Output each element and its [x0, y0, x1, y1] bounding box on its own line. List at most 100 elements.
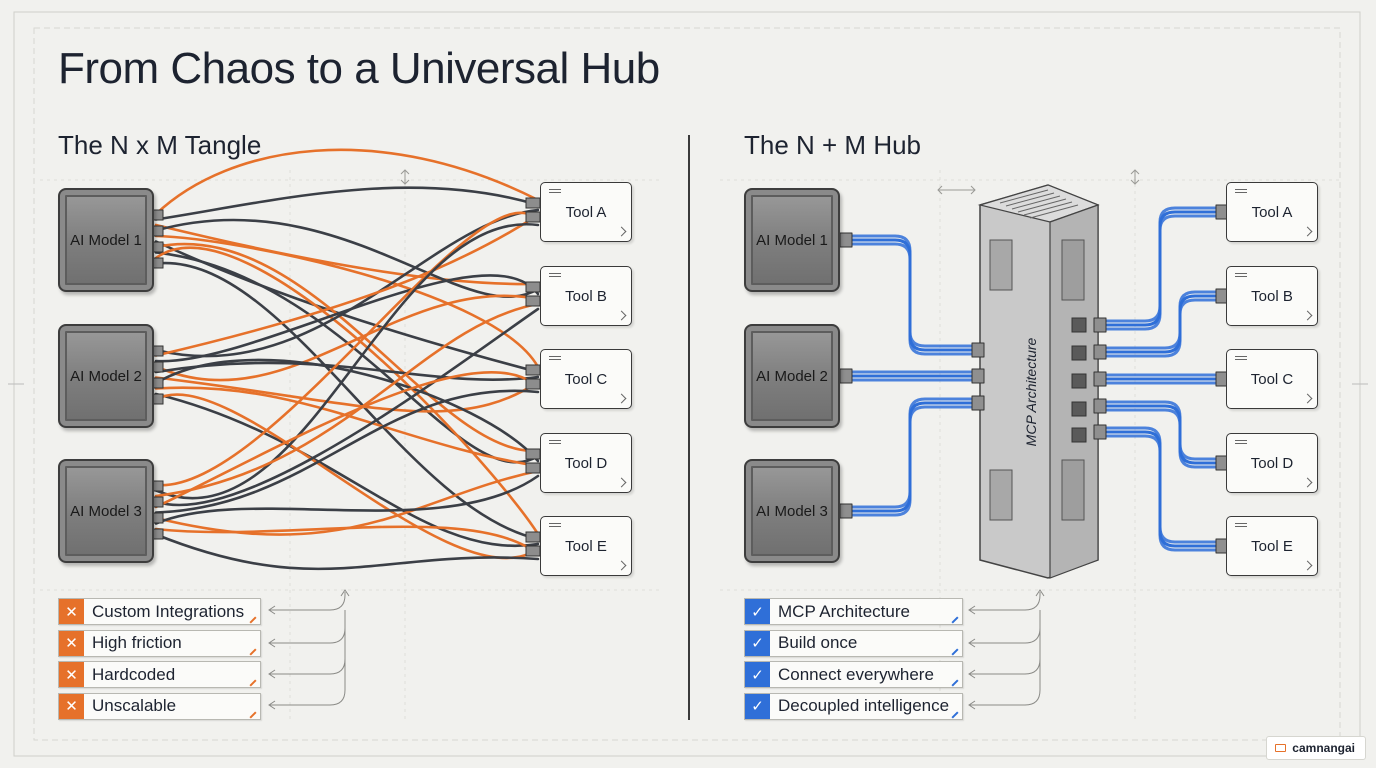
- left-ai-model-3: AI Model 3: [58, 459, 154, 563]
- mcp-hub-device: [977, 184, 1100, 579]
- x-mark-icon: ✕: [59, 693, 84, 719]
- tangle-cable: [154, 246, 540, 536]
- drawback-item: ✕ Custom Integrations: [58, 598, 261, 625]
- right-tool-e: Tool E: [1226, 516, 1318, 576]
- tool-port: [525, 378, 541, 390]
- cable-plug: [839, 503, 853, 519]
- cable-plug: [1093, 424, 1107, 440]
- tangle-cable: [154, 234, 540, 369]
- cable-plug: [971, 342, 985, 358]
- drawback-item: ✕Hardcoded: [58, 661, 261, 688]
- model-port: [152, 496, 164, 508]
- tool-port: [525, 364, 541, 376]
- cable-plug: [971, 395, 985, 411]
- hub-cable: [1098, 214, 1224, 331]
- tangle-cable: [154, 186, 540, 221]
- model-port: [152, 241, 164, 253]
- right-tool-c: Tool C: [1226, 349, 1318, 409]
- hub-label: MCP Architecture: [1023, 337, 1039, 446]
- right-subtitle: The N + M Hub: [744, 130, 922, 160]
- benefit-arrows: [968, 589, 1045, 710]
- watermark-badge: camnangai: [1266, 736, 1366, 760]
- tangle-cable: [154, 533, 540, 571]
- tool-port: [525, 448, 541, 460]
- right-ai-model-2: AI Model 2: [744, 324, 840, 428]
- tangle-cable: [154, 223, 540, 286]
- tangle-cable: [154, 525, 540, 556]
- model-port: [152, 393, 164, 405]
- tangle-cable: [154, 302, 540, 498]
- model-port: [152, 209, 164, 221]
- tangle-cable: [154, 389, 540, 514]
- benefit-label: Decoupled intelligence: [778, 696, 950, 715]
- tangle-cable: [154, 361, 540, 381]
- cable-plug: [1093, 371, 1107, 387]
- tool-port: [525, 462, 541, 474]
- hub-cables: [839, 204, 1229, 554]
- hub-cable: [1098, 434, 1224, 552]
- cable-plug: [839, 368, 853, 384]
- check-mark-icon: ✓: [745, 662, 770, 687]
- tool-port: [525, 545, 541, 557]
- hub-cable: [848, 238, 980, 352]
- model-port: [152, 377, 164, 389]
- model-port: [152, 345, 164, 357]
- model-port: [152, 257, 164, 269]
- model-port: [152, 361, 164, 373]
- hub-cable: [848, 234, 980, 348]
- watermark-text: camnangai: [1292, 741, 1355, 755]
- hub-cable: [848, 397, 980, 509]
- drawbacks-list: ✕ Custom Integrations ✕ High friction ✕Har…: [58, 598, 261, 724]
- tangle-cable: [154, 294, 540, 382]
- drawback-label: Unscalable: [92, 696, 177, 715]
- tangle-cable: [154, 218, 540, 298]
- hub-cable: [848, 242, 980, 356]
- hub-cable: [1098, 408, 1224, 469]
- benefit-item: ✓ MCP Architecture: [744, 598, 963, 625]
- right-tool-d: Tool D: [1226, 433, 1318, 493]
- tangle-cable: [154, 274, 540, 363]
- benefit-item: ✓ Connect everywhere: [744, 661, 963, 688]
- benefit-label: MCP Architecture: [778, 601, 910, 621]
- section-divider: [688, 135, 690, 720]
- tool-port: [525, 281, 541, 293]
- right-ai-model-3: AI Model 3: [744, 459, 840, 563]
- benefit-label: Connect everywhere: [778, 664, 934, 684]
- tangle-cable: [154, 211, 540, 487]
- tangle-cable: [154, 213, 540, 357]
- tangle-cable: [154, 474, 540, 525]
- drawback-label: High friction: [92, 633, 182, 652]
- benefit-item: ✓ Build once: [744, 629, 963, 657]
- check-mark-icon: ✓: [745, 630, 770, 656]
- left-tool-a: Tool A: [540, 182, 632, 242]
- benefit-item: ✓Decoupled intelligence: [744, 692, 963, 720]
- model-port: [152, 480, 164, 492]
- tool-port: [525, 211, 541, 223]
- tool-port: [525, 295, 541, 307]
- book-icon: [1275, 744, 1287, 752]
- page-title: From Chaos to a Universal Hub: [58, 44, 660, 93]
- tangle-cable: [154, 261, 540, 541]
- cable-plug: [839, 232, 853, 248]
- check-mark-icon: ✓: [745, 599, 770, 624]
- left-subtitle: The N x M Tangle: [58, 130, 262, 160]
- left-tool-b: Tool B: [540, 266, 632, 326]
- tangle-cable: [154, 386, 540, 468]
- drawback-label: Custom Integrations: [92, 601, 245, 621]
- left-tool-c: Tool C: [540, 349, 632, 409]
- hub-cable: [1098, 298, 1224, 358]
- tangle-cable: [154, 148, 540, 216]
- hub-cable: [848, 405, 980, 517]
- cable-plug: [971, 368, 985, 384]
- model-port: [152, 528, 164, 540]
- tangle-cable: [154, 392, 540, 547]
- tangle-cable: [154, 358, 540, 463]
- tangle-cable: [154, 371, 540, 509]
- tangle-cable: [154, 243, 540, 453]
- benefit-label: Build once: [778, 633, 858, 652]
- tool-port: [525, 531, 541, 543]
- drawback-arrows: [268, 589, 350, 710]
- x-mark-icon: ✕: [59, 599, 84, 624]
- cable-plug: [1093, 317, 1107, 333]
